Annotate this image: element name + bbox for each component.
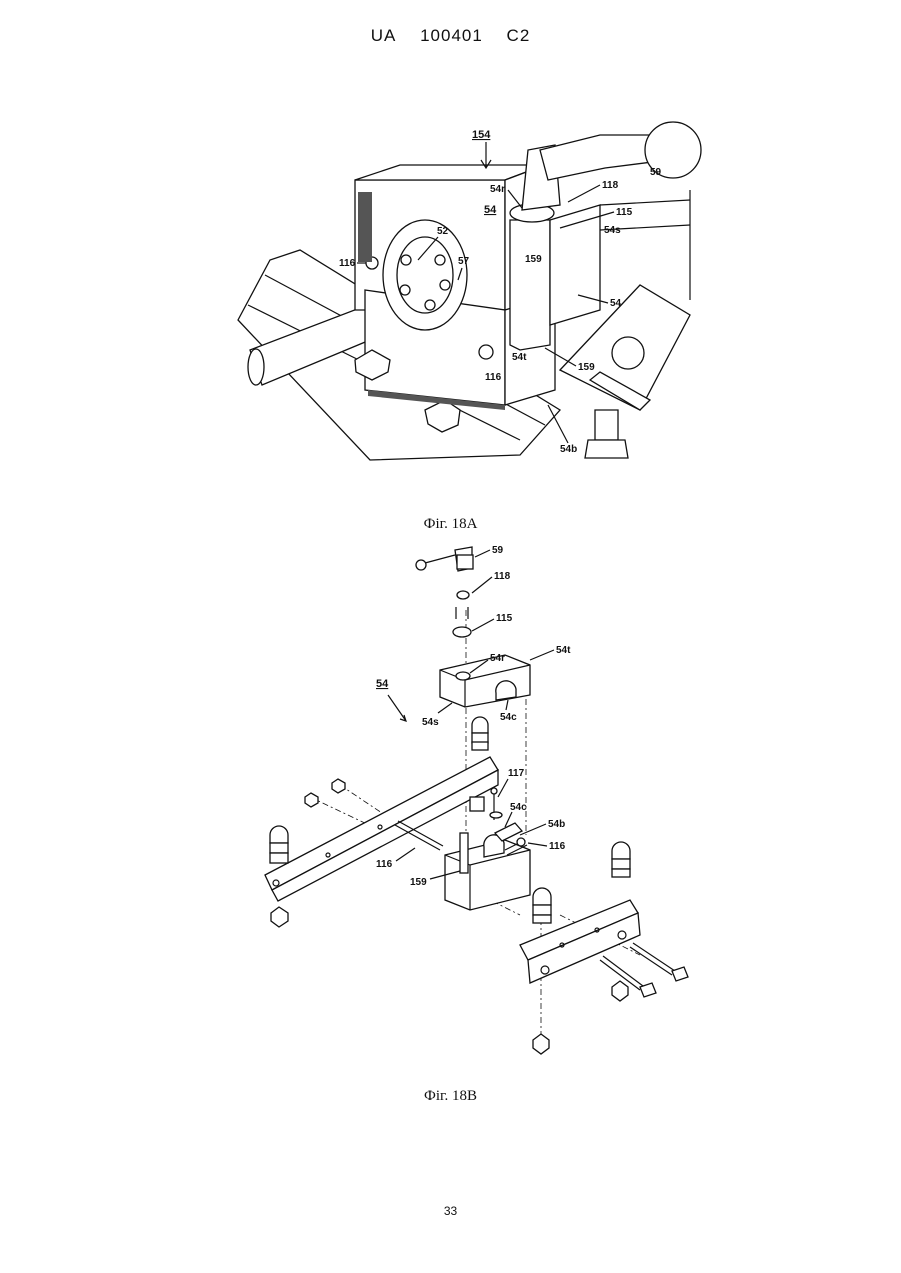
fig18b-label-54c-bottom: 54c [510,802,527,813]
fig18b-label-54b: 54b [548,819,565,830]
fig18a-label-116-top: 116 [339,258,356,269]
fig18a-label-159-top: 159 [525,254,542,265]
fig18a-label-57: 57 [458,256,470,267]
figure-18a-caption: Фіг. 18А [0,516,901,533]
fig18a-label-54r: 54r [490,184,505,195]
figure-18b-caption: Фіг. 18В [0,1088,901,1105]
fig18a-label-54t: 54t [512,352,527,363]
header-country: UA [371,26,397,45]
document-header: UA 100401 C2 [0,26,901,46]
fig18b-label-115: 115 [496,613,513,624]
fig18a-label-159-bottom: 159 [578,362,595,373]
fig18b-label-116-right: 116 [549,841,566,852]
fig18b-label-54t: 54t [556,645,571,656]
fig18b-label-54: 54 [376,678,389,690]
figure-18a-drawing: 154 59 54r 118 115 54 54s 116 52 57 159 … [0,110,901,500]
fig18b-label-54s: 54s [422,717,439,728]
fig18a-label-116-bottom: 116 [485,372,502,383]
fig18a-label-154: 154 [472,129,491,141]
fig18a-label-54: 54 [484,204,497,216]
fig18a-label-54b: 54b [560,444,577,455]
figure-18b: 59 118 115 54t 54r 54 54s 54c 117 54c 54… [0,535,901,1075]
fig18b-label-59: 59 [492,545,504,556]
fig18a-label-54-right: 54 [610,298,622,309]
figure-18a: 154 59 54r 118 115 54 54s 116 52 57 159 … [0,110,901,500]
fig18a-label-115: 115 [616,207,633,218]
fig18b-label-118: 118 [494,571,511,582]
header-number: 100401 [420,26,483,45]
fig18a-label-54s: 54s [604,225,621,236]
figure-18b-drawing: 59 118 115 54t 54r 54 54s 54c 117 54c 54… [0,535,901,1075]
fig18a-label-118: 118 [602,180,619,191]
fig18b-label-117: 117 [508,768,525,779]
header-kind: C2 [507,26,531,45]
page-number: 33 [0,1204,901,1218]
fig18b-label-54r: 54r [490,653,505,664]
fig18b-label-116-left: 116 [376,859,393,870]
fig18b-label-54c-top: 54c [500,712,517,723]
fig18a-label-59: 59 [650,167,662,178]
fig18b-label-159: 159 [410,877,427,888]
fig18a-label-52: 52 [437,226,449,237]
